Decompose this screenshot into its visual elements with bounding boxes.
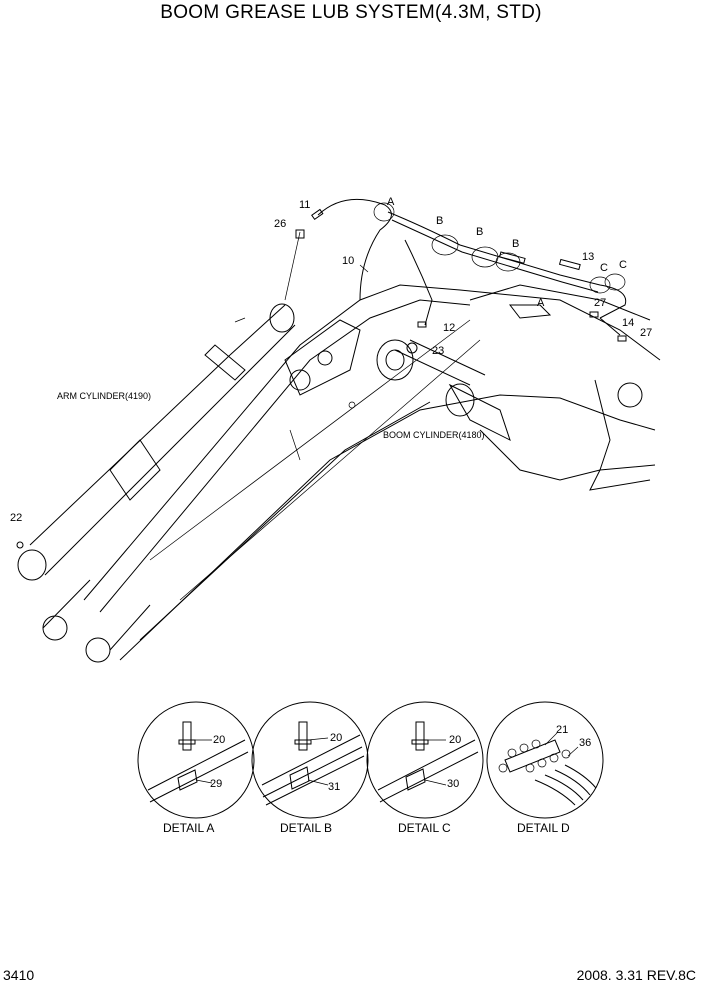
callout-22: 22 [10,512,22,524]
detail-marker-c-2: C [619,259,627,271]
callout-13: 13 [582,251,594,263]
revision-date: 2008. 3.31 REV.8C [576,967,696,983]
detail-a: 20 29 DETAIL A [137,701,255,835]
detail-c: 20 30 DETAIL C [366,701,484,835]
grease-hoses [16,198,627,549]
detail-d-caption: DETAIL D [517,821,570,835]
detail-b-callout-31: 31 [328,781,340,793]
detail-d: 21 36 DETAIL D [486,701,604,835]
arm-cylinder-label: ARM CYLINDER(4190) [57,391,151,401]
detail-marker-b-3: B [512,238,519,250]
callouts: 11 26 10 12 23 13 27 14 27 22 A A B B B … [10,196,652,524]
detail-marker-b-2: B [476,226,483,238]
detail-b-caption: DETAIL B [280,821,332,835]
callout-27-lower: 27 [640,327,652,339]
callout-11: 11 [299,199,310,211]
detail-d-callout-21: 21 [556,724,568,736]
page-title: BOOM GREASE LUB SYSTEM(4.3M, STD) [160,2,542,23]
detail-b-callout-20: 20 [330,732,342,744]
boom-structure [17,284,661,663]
callout-14: 14 [622,317,634,329]
detail-marker-c-1: C [600,262,608,274]
detail-a-caption: DETAIL A [163,821,214,835]
detail-marker-a-1: A [387,196,395,208]
detail-c-caption: DETAIL C [398,821,451,835]
detail-marker-a-2: A [537,297,545,309]
detail-d-callout-36: 36 [579,737,591,749]
detail-c-callout-30: 30 [447,778,459,790]
callout-12: 12 [443,322,455,334]
callout-23: 23 [432,345,444,357]
detail-c-callout-20: 20 [449,734,461,746]
page-number: 3410 [3,967,35,983]
callout-26: 26 [274,218,286,230]
boom-cylinder-label: BOOM CYLINDER(4180) [383,430,485,440]
detail-marker-b-1: B [436,215,443,227]
detail-a-callout-20: 20 [213,734,225,746]
callout-27-upper: 27 [594,297,606,309]
detail-a-callout-29: 29 [210,778,222,790]
detail-b: 20 31 DETAIL B [251,701,369,835]
callout-10: 10 [342,255,354,267]
